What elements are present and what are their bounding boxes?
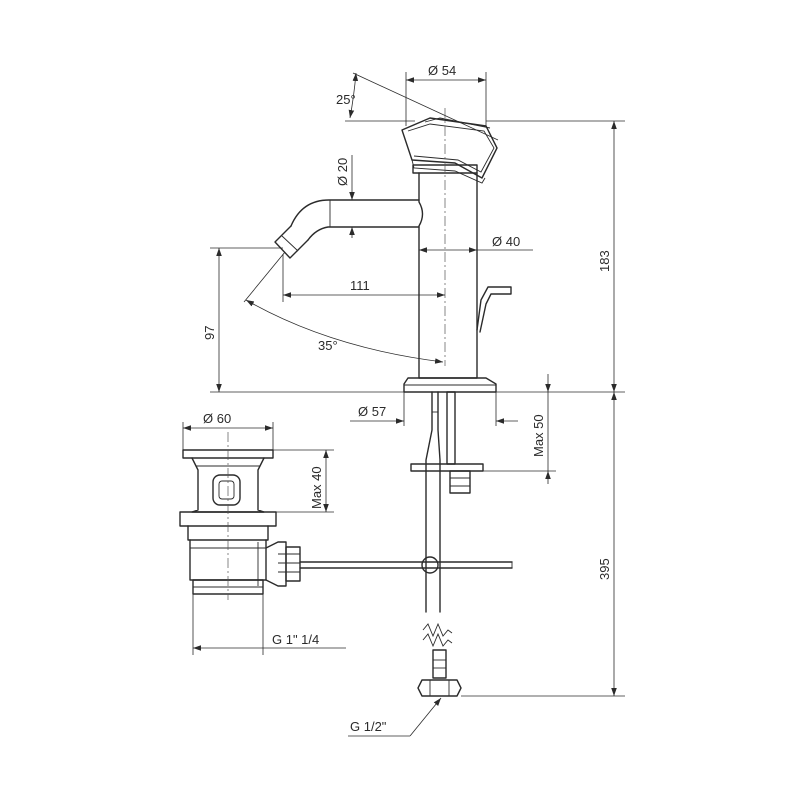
fixing-plate	[410, 463, 484, 472]
label-top-diameter: Ø 54	[428, 63, 456, 78]
label-base-diameter: Ø 57	[358, 404, 386, 419]
label-total-height: 183	[597, 250, 612, 272]
label-waste-max: Max 40	[309, 466, 324, 509]
faucet-column	[418, 172, 478, 379]
label-handle-angle: 25°	[336, 92, 356, 107]
label-spout-diameter: Ø 20	[335, 158, 350, 186]
label-spout-height: 97	[202, 326, 217, 340]
dimension-labels: Ø 54 25° Ø 20 Ø 40 111 97 35° Ø 57 183 M…	[202, 63, 612, 734]
label-hose-length: 395	[597, 558, 612, 580]
fixing-rod	[446, 391, 456, 465]
fixing-nut	[449, 470, 471, 494]
label-spout-reach: 111	[350, 278, 370, 293]
side-lever	[476, 286, 512, 333]
waste-window	[212, 474, 241, 506]
waste-side-connector	[265, 541, 287, 587]
faucet-body	[274, 117, 512, 393]
label-swivel-angle: 35°	[318, 338, 338, 353]
label-max-deck: Max 50	[531, 414, 546, 457]
hose-break-line	[422, 622, 453, 638]
hose-nut	[417, 679, 462, 697]
label-hose-thread: G 1/2"	[350, 719, 387, 734]
label-waste-diameter: Ø 60	[203, 411, 231, 426]
spout	[274, 199, 420, 259]
popup-ball-joint	[421, 556, 439, 574]
flexible-hose	[425, 391, 433, 613]
under-deck-assembly	[299, 391, 513, 697]
popup-waste	[179, 449, 301, 595]
label-body-diameter: Ø 40	[492, 234, 520, 249]
dimension-lines	[182, 72, 625, 737]
label-waste-thread: G 1" 1/4	[272, 632, 319, 647]
